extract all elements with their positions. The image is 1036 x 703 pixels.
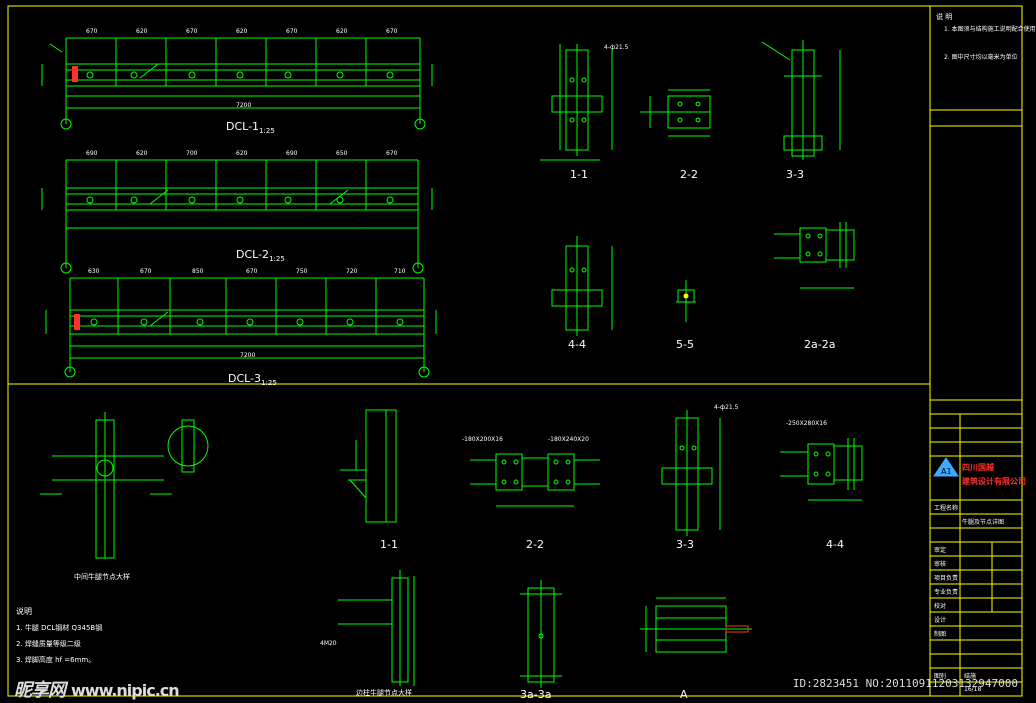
dim: 690: [86, 150, 98, 157]
beam-dcl-1: [41, 37, 433, 130]
detail-a-bottom: [640, 597, 752, 653]
tb-notes-line: 2. 图中尺寸均以毫米为单位: [944, 54, 1018, 61]
detail-side-column: [338, 570, 415, 686]
section-title-4-4: 4-4: [568, 338, 586, 351]
dim: 620: [336, 28, 348, 35]
beam-dcl-3: [45, 277, 437, 378]
dim: 690: [286, 150, 298, 157]
dim: 750: [296, 268, 308, 275]
tb-drawing-name: 牛腿及节点详图: [962, 519, 1005, 526]
section-2-2-top: [640, 89, 711, 137]
frame: [7, 5, 1023, 697]
detail-3-3-bottom: [661, 410, 721, 536]
dim: 850: [192, 268, 204, 275]
tb-sheet-value: 结施: [964, 673, 977, 680]
details-bottom: [40, 409, 863, 688]
detail-title-3-3: 3-3: [676, 538, 694, 551]
title-block: [930, 109, 1022, 696]
dim: 670: [386, 28, 398, 35]
dim: 670: [386, 150, 398, 157]
dim: 670: [140, 268, 152, 275]
tb-sheet-no: 16/18: [964, 686, 982, 693]
dim: 670: [86, 28, 98, 35]
tb-company-line2: 建筑设计有限公司: [962, 477, 1026, 486]
dim: 670: [246, 268, 258, 275]
detail-title-side: 边柱牛腿节点大样: [356, 689, 412, 697]
detail-2-2-bottom: [470, 453, 600, 507]
tb-row: 设计: [934, 617, 947, 624]
section-title-3-3: 3-3: [786, 168, 804, 181]
detail-title-4-4: 4-4: [826, 538, 844, 551]
section-title-5-5: 5-5: [676, 338, 694, 351]
notes-item: 2. 焊缝质量等级二级: [16, 640, 81, 648]
section-1-1-top: [540, 44, 613, 161]
callout-bolt-b: 4M20: [320, 640, 337, 647]
tb-project-label: 工程名称: [934, 505, 959, 512]
company-logo: A1: [933, 457, 959, 477]
callout-plate-b: -180X240X20: [548, 436, 589, 443]
watermark-right: ID:2823451 NO:20110911203132947000: [792, 677, 1018, 690]
beam-label-dcl-3: DCL-31:25: [228, 372, 277, 388]
callout-bolts-bottom: 4-ф21.5: [714, 404, 739, 411]
dim: 620: [236, 150, 248, 157]
beam-label-dcl-1: DCL-11:25: [226, 120, 275, 136]
tb-row: 专业负责: [934, 589, 959, 596]
detail-1-1-bottom: [340, 409, 397, 523]
dim: 630: [88, 268, 100, 275]
detail-title-3a-3a: 3a-3a: [520, 688, 552, 701]
dim: 620: [136, 28, 148, 35]
dim: 650: [336, 150, 348, 157]
section-5-5-top: [676, 280, 696, 322]
tb-company-line1: 四川国越: [962, 463, 994, 472]
tb-notes-line: 1. 本图须与结构施工说明配合使用: [944, 26, 1036, 33]
beam-elevations: [41, 37, 437, 378]
tb-notes-header: 说 明: [936, 13, 953, 21]
notes-block: 说明 1. 牛腿 DCL钢材 Q345B钢 2. 焊缝质量等级二级 3. 焊脚高…: [16, 606, 102, 665]
notes-title: 说明: [16, 607, 32, 616]
detail-4-4-bottom: [780, 438, 863, 501]
section-title-2a-2a: 2a-2a: [804, 338, 836, 351]
tb-row: 审定: [934, 547, 947, 554]
dim: 670: [186, 28, 198, 35]
dim: 670: [286, 28, 298, 35]
tb-row: 制图: [934, 631, 947, 638]
sections-top: [540, 40, 855, 336]
detail-mid-column: [40, 412, 209, 559]
dim: 620: [136, 150, 148, 157]
detail-title-1-1: 1-1: [380, 538, 398, 551]
beam-label-dcl-2: DCL-21:25: [236, 248, 285, 264]
notes-item: 1. 牛腿 DCL钢材 Q345B钢: [16, 624, 103, 632]
dim: 710: [394, 268, 406, 275]
callout-plate-c: -250X280X16: [786, 420, 827, 427]
notes-item: 3. 焊脚高度 hf =6mm。: [16, 656, 96, 664]
tb-row: 校对: [934, 603, 947, 610]
detail-3a-3a-bottom: [520, 580, 562, 688]
detail-title-2-2: 2-2: [526, 538, 544, 551]
dim: 700: [186, 150, 198, 157]
tb-row: 项目负责: [934, 575, 959, 582]
section-4-4-top: [551, 236, 613, 336]
dim: 620: [236, 28, 248, 35]
section-3-3-top: [761, 40, 841, 160]
detail-title-a: A: [680, 688, 688, 701]
sheet-border: [7, 5, 1023, 697]
dim: 720: [346, 268, 358, 275]
beam-1-total: 7200: [236, 102, 252, 109]
detail-title-mid: 中间牛腿节点大样: [74, 573, 130, 581]
beam-3-total: 7200: [240, 352, 256, 359]
svg-text:A1: A1: [941, 467, 952, 476]
tb-sheet-label: 图别: [934, 673, 947, 680]
section-2a-2a-top: [774, 222, 855, 289]
beam-dcl-2: [41, 159, 433, 274]
section-title-1-1: 1-1: [570, 168, 588, 181]
tb-row: 审核: [934, 561, 947, 568]
callout-plate-a: -180X200X16: [462, 436, 503, 443]
callout-bolts-top: 4-ф21.5: [604, 44, 629, 51]
section-title-2-2: 2-2: [680, 168, 698, 181]
